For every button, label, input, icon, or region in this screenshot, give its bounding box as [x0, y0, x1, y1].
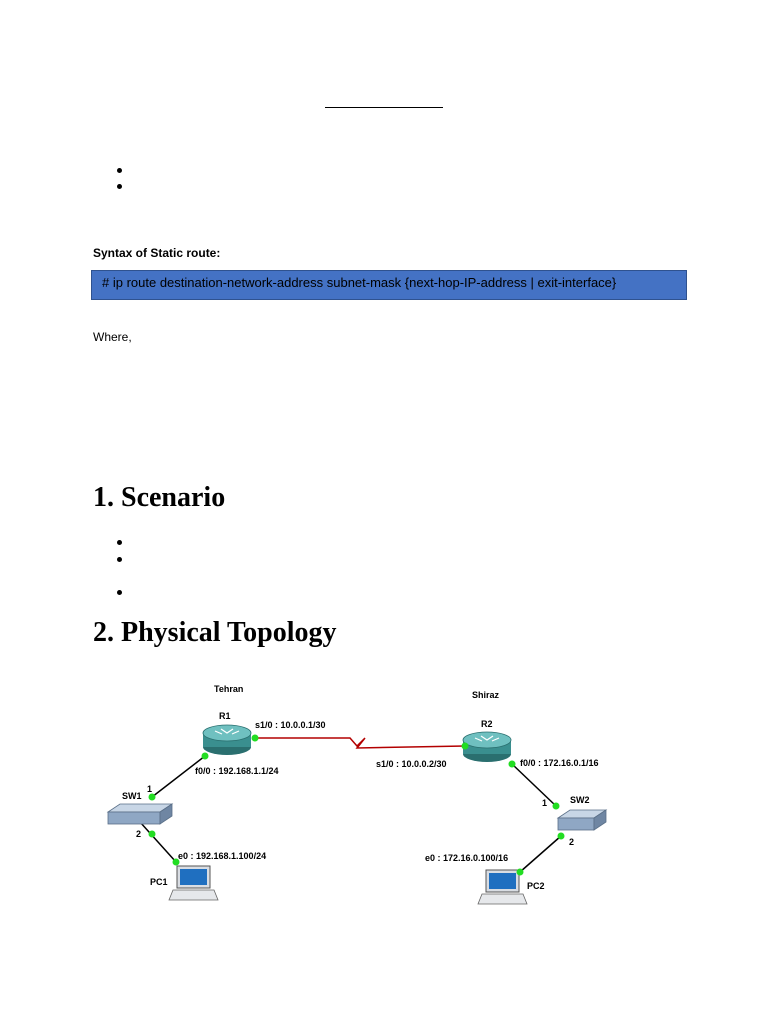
port-dot — [552, 802, 560, 810]
interface-label: s1/0 : 10.0.0.2/30 — [376, 759, 447, 769]
sw2-pc2-link — [519, 835, 562, 873]
laptop-icon[interactable] — [168, 865, 219, 901]
port-number-label: 1 — [542, 798, 547, 808]
site-label-shiraz: Shiraz — [472, 690, 500, 700]
port-dot — [148, 830, 156, 838]
interface-label: e0 : 192.168.1.100/24 — [178, 851, 266, 861]
title-underline — [325, 107, 443, 108]
bullet-marker — [117, 168, 122, 173]
switch-icon[interactable] — [556, 809, 608, 831]
where-label: Where, — [93, 330, 132, 344]
syntax-label: Syntax of Static route: — [93, 246, 221, 260]
port-dot — [251, 734, 259, 742]
bullet-marker — [117, 590, 122, 595]
section-heading-topology: 2. Physical Topology — [93, 617, 337, 648]
port-dot — [148, 793, 156, 801]
sw1-pc1-link — [139, 821, 177, 863]
bullet-marker — [117, 184, 122, 189]
site-label-tehran: Tehran — [214, 684, 243, 694]
port-dot — [557, 832, 565, 840]
serial-link — [255, 737, 466, 749]
pc-label: PC1 — [150, 877, 168, 887]
router-label: R2 — [481, 719, 493, 729]
port-number-label: 2 — [569, 837, 574, 847]
section-heading-scenario: 1. Scenario — [93, 482, 226, 513]
port-dot — [172, 858, 180, 866]
r1-sw1-link — [151, 755, 206, 798]
port-dot — [516, 868, 524, 876]
bullet-marker — [117, 557, 122, 562]
port-number-label: 2 — [136, 829, 141, 839]
bullet-marker — [117, 540, 122, 545]
router-icon[interactable] — [462, 731, 512, 762]
r2-sw2-link — [511, 763, 557, 807]
port-number-label: 1 — [147, 784, 152, 794]
interface-label: f0/0 : 172.16.0.1/16 — [520, 758, 599, 768]
router-label: R1 — [219, 711, 231, 721]
port-dot — [508, 760, 516, 768]
switch-label: SW2 — [570, 795, 590, 805]
port-dot — [461, 742, 469, 750]
interface-label: f0/0 : 192.168.1.1/24 — [195, 766, 279, 776]
router-icon[interactable] — [202, 724, 252, 755]
switch-label: SW1 — [122, 791, 142, 801]
interface-label: e0 : 172.16.0.100/16 — [425, 853, 508, 863]
switch-icon[interactable] — [106, 803, 174, 825]
laptop-icon[interactable] — [477, 869, 528, 905]
command-syntax-box: # ip route destination-network-address s… — [91, 270, 687, 300]
port-indicators — [148, 734, 565, 876]
interface-label: s1/0 : 10.0.0.1/30 — [255, 720, 326, 730]
pc-label: PC2 — [527, 881, 545, 891]
port-dot — [201, 752, 209, 760]
